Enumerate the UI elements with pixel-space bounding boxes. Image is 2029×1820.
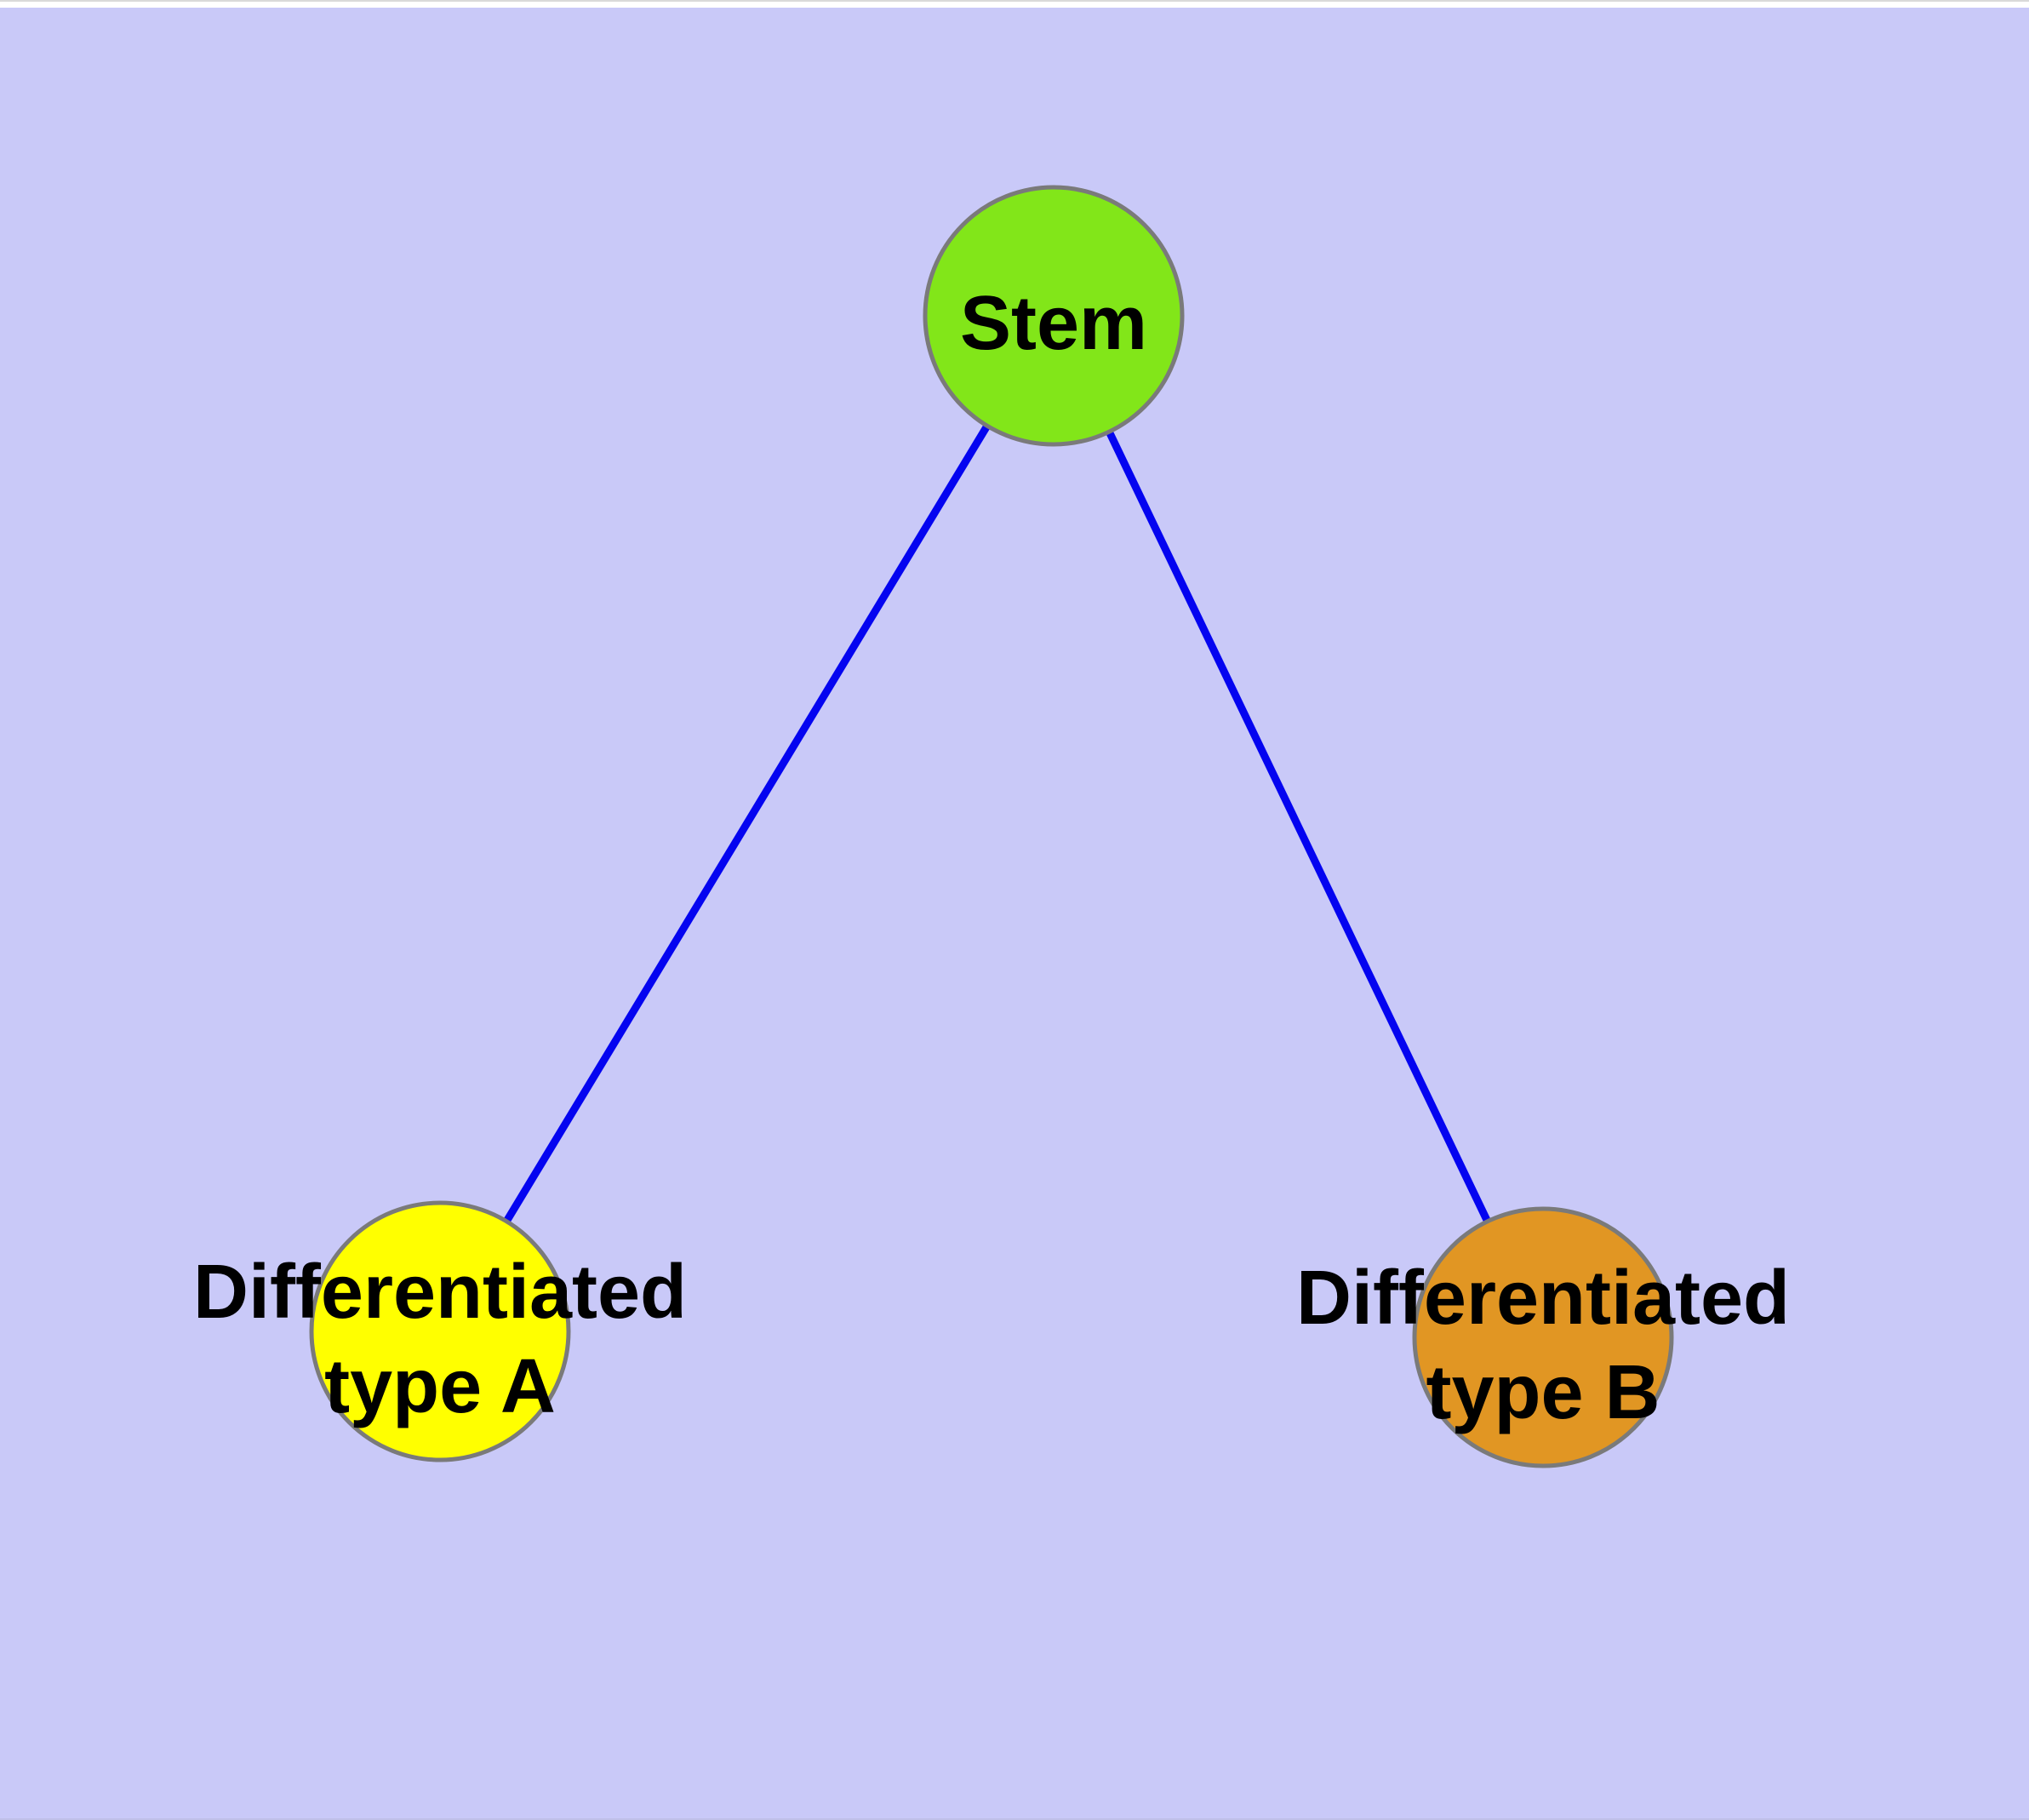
node-stem [923, 185, 1185, 447]
node-type-a-label-line2: type A [324, 1344, 556, 1429]
window-bottom-border [0, 1818, 2029, 1820]
node-type-b-label-line1: Differentiated [1296, 1256, 1790, 1341]
window-top-strip [0, 2, 2029, 8]
window-top-border [0, 0, 2029, 2]
node-differentiated-type-a [309, 1200, 571, 1462]
node-stem-label: Stem [960, 281, 1147, 366]
edge-stem-to-type-b [1049, 314, 1547, 1339]
node-type-b-label-line2: type B [1426, 1350, 1660, 1435]
edge-stem-to-type-a [437, 313, 1057, 1334]
node-differentiated-type-b [1412, 1206, 1674, 1468]
node-type-a-label-line1: Differentiated [193, 1250, 687, 1335]
